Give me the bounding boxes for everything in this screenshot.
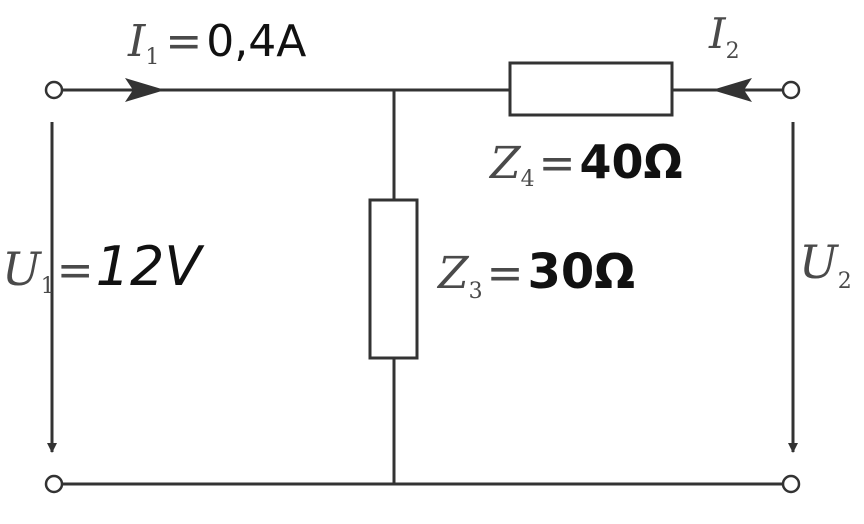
u1-label: U1=12V: [2, 235, 205, 299]
z4-equals: =: [539, 138, 576, 189]
z3-subscript: 3: [469, 279, 483, 304]
i1-label: I1=0,4A: [127, 16, 306, 70]
terminal-top-left: [44, 80, 64, 100]
z3-symbol: Z: [436, 248, 470, 299]
z4-subscript: 4: [521, 167, 535, 192]
i2-arrow-icon: [712, 78, 752, 102]
u2-label: U2: [799, 235, 852, 294]
z4-value: 40Ω: [579, 135, 682, 189]
z4-label: Z4=40Ω: [488, 135, 683, 192]
u1-equals: =: [57, 245, 94, 296]
terminal-bottom-right: [781, 474, 801, 494]
z3-value: 30Ω: [527, 244, 635, 300]
u2-symbol: U: [799, 235, 840, 289]
i1-value: 0,4A: [206, 16, 306, 67]
u1-subscript: 1: [41, 274, 55, 299]
terminal-top-right: [781, 80, 801, 100]
i1-arrow-icon: [125, 78, 165, 102]
i1-equals: =: [165, 16, 202, 67]
z3-resistor: [368, 198, 419, 360]
i2-label: I2: [708, 9, 740, 64]
z4-symbol: Z: [488, 138, 522, 189]
i1-symbol: I: [127, 16, 147, 67]
i2-symbol: I: [708, 9, 727, 58]
u2-subscript: 2: [838, 269, 852, 294]
z4-resistor: [508, 61, 674, 117]
u1-value: 12V: [96, 235, 206, 298]
i1-subscript: 1: [145, 45, 159, 70]
terminal-bottom-left: [44, 474, 64, 494]
z3-equals: =: [487, 248, 524, 299]
i2-subscript: 2: [726, 39, 740, 64]
z3-label: Z3=30Ω: [436, 244, 635, 304]
u1-symbol: U: [2, 242, 43, 296]
